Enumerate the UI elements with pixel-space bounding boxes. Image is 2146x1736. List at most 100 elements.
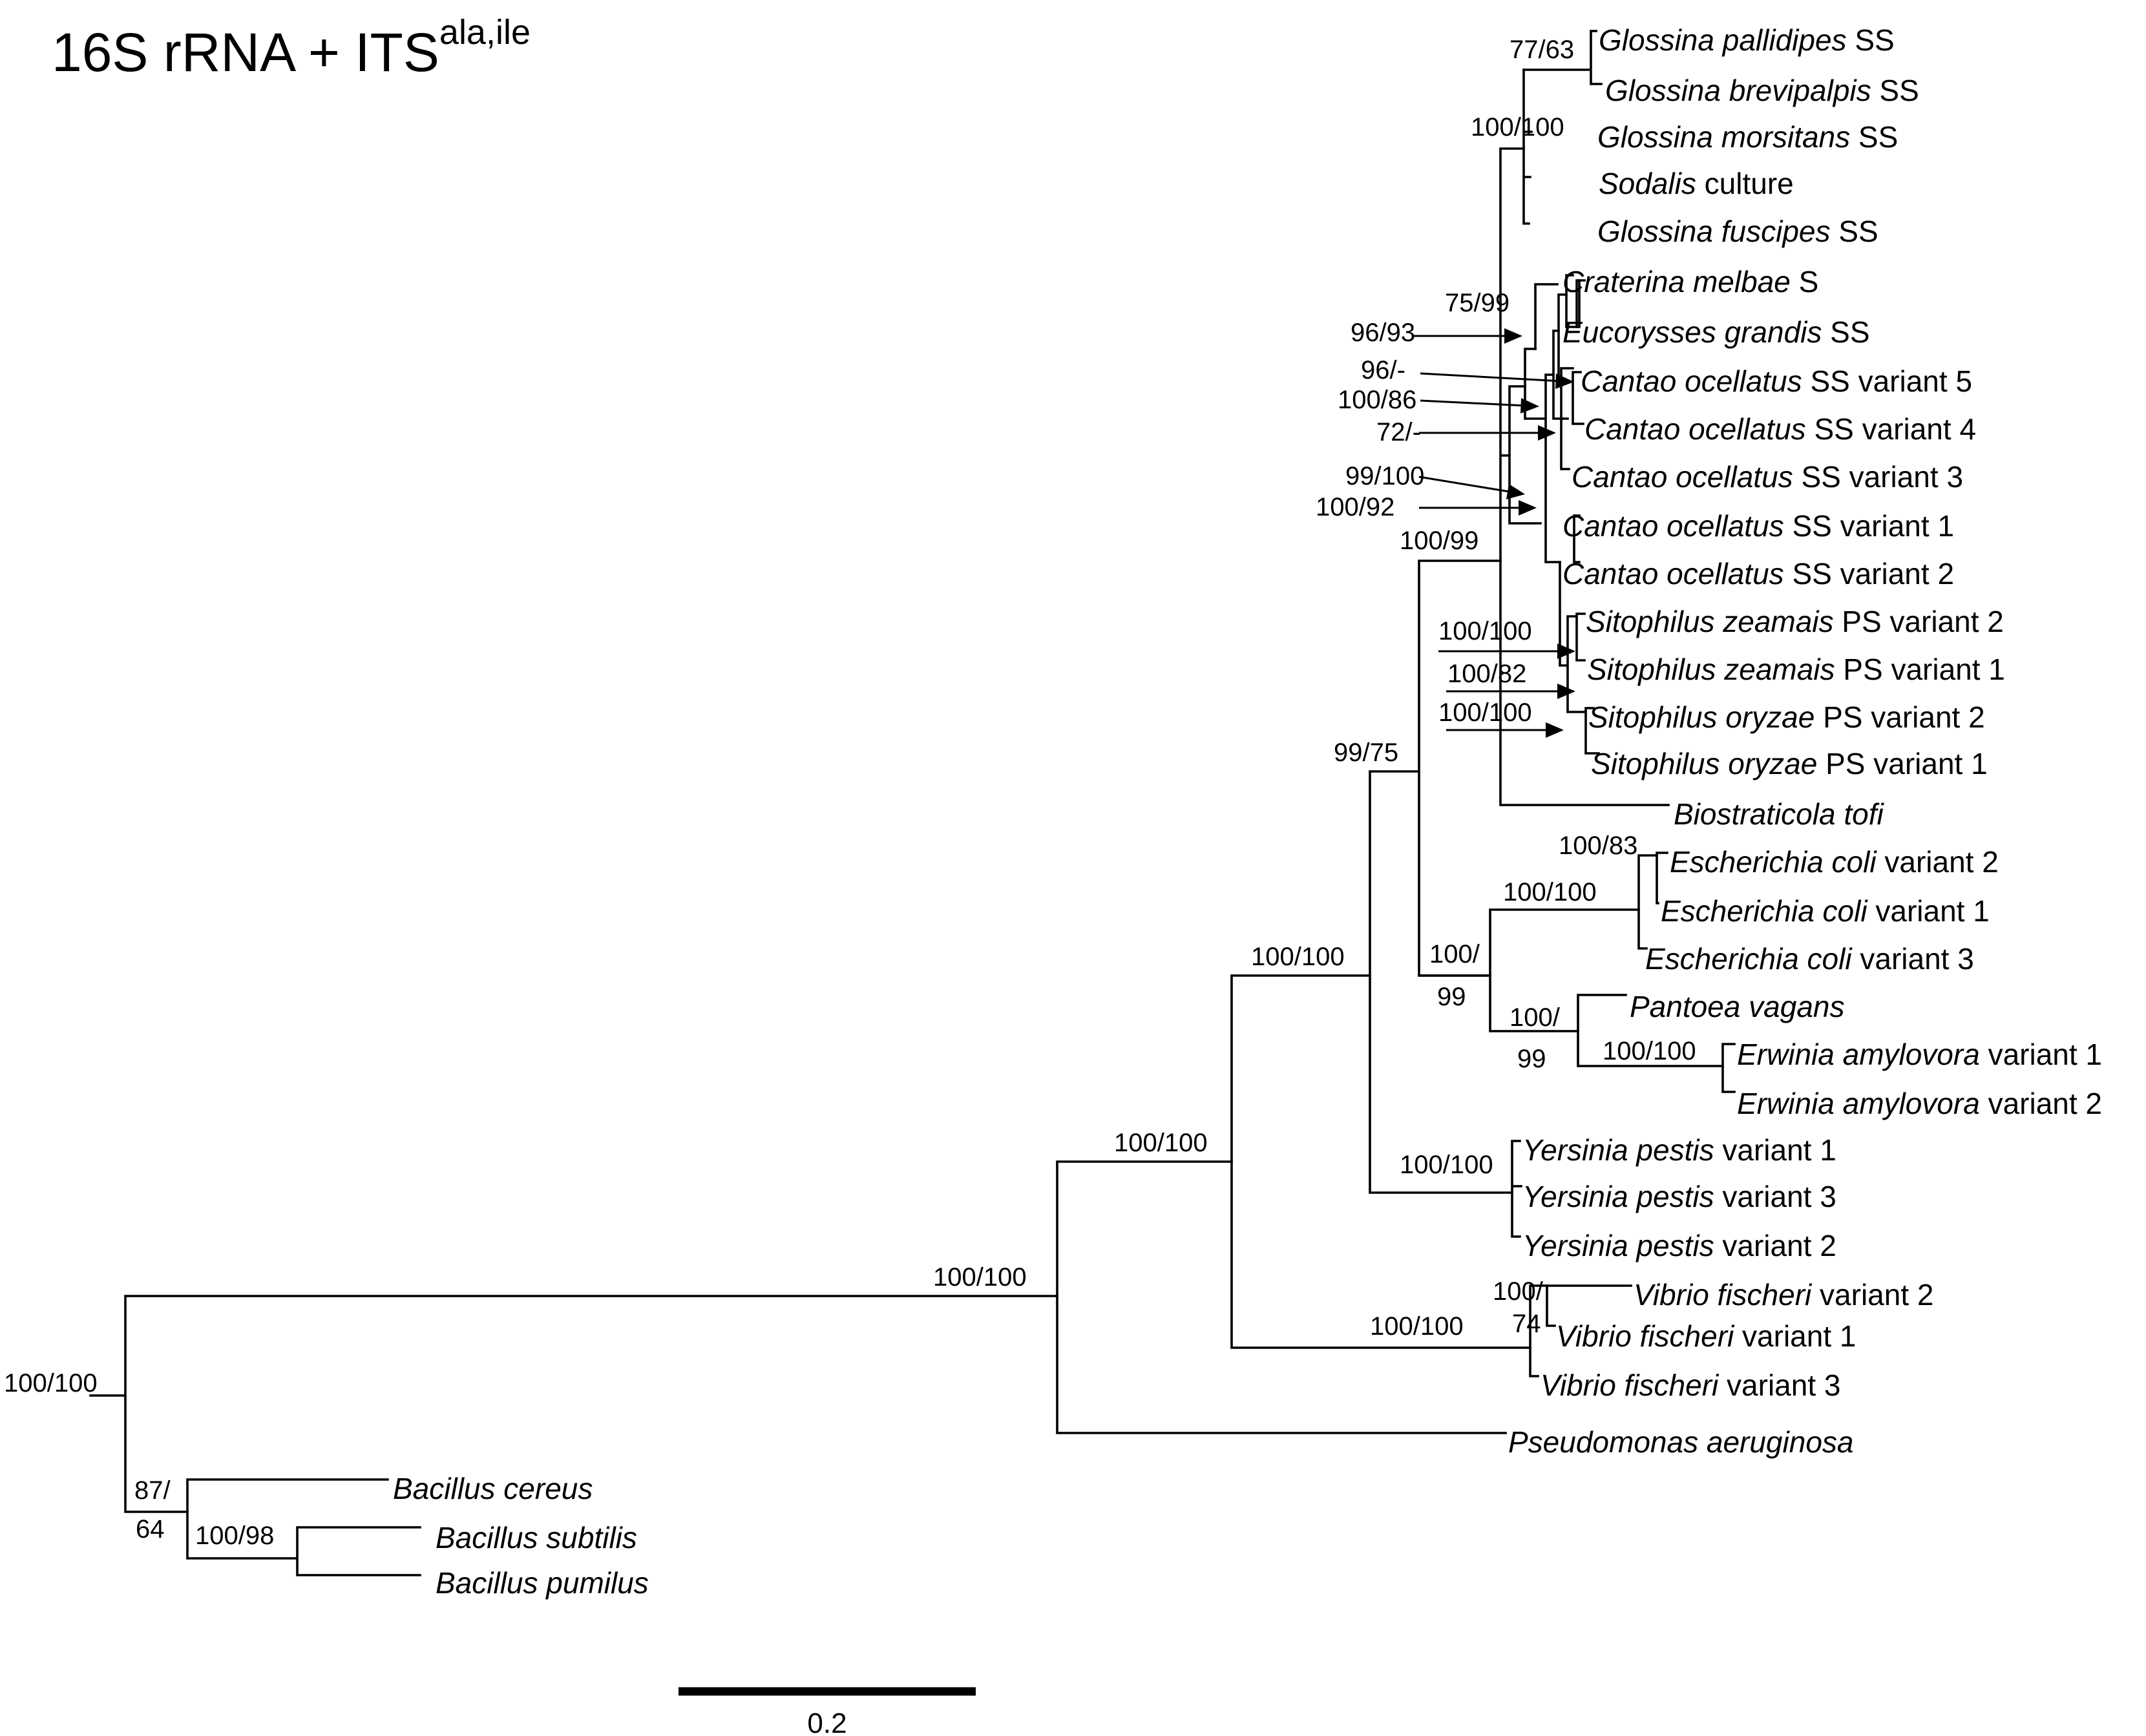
taxon-qualifier: SS variant 3 (1793, 460, 1963, 494)
taxon-label-cmel: Craterina melbae S (1562, 265, 1818, 298)
support-value-a72: 72/- (1376, 418, 1421, 446)
taxon-label-yp2: Yersinia pestis variant 2 (1522, 1229, 1836, 1262)
scale-bar-label: 0.2 (807, 1708, 847, 1736)
taxon-qualifier: variant 2 (1877, 845, 1999, 879)
support-value-root: 100/100 (4, 1369, 98, 1397)
taxon-label-pvag: Pantoea vagans (1630, 990, 1845, 1023)
support-value-sit2: 100/82 (1447, 660, 1526, 688)
support-value-glossina_inner: 77/63 (1510, 36, 1574, 64)
taxon-name: Sitophilus oryzae (1591, 747, 1817, 780)
taxon-name: Craterina melbae (1562, 265, 1791, 298)
taxon-qualifier: SS (1850, 120, 1898, 154)
taxon-qualifier: SS (1871, 74, 1919, 107)
taxon-name: Vibrio fischeri (1541, 1368, 1720, 1402)
support-values: 100/100 100/100 100/100 100/100 99/75 100/99 1… (4, 36, 1696, 1550)
taxon-name: Bacillus cereus (393, 1472, 593, 1505)
taxon-label-sz1: Sitophilus zeamais PS variant 1 (1587, 653, 2005, 686)
taxon-name: Yersinia pestis (1522, 1180, 1714, 1213)
taxon-qualifier: PS variant 2 (1834, 605, 2004, 638)
taxon-name: Escherichia coli (1670, 845, 1877, 879)
taxon-label-vf2: Vibrio fischeri variant 2 (1634, 1278, 1933, 1312)
support-value-pe_b: 99 (1517, 1045, 1546, 1073)
taxon-qualifier: culture (1696, 167, 1794, 200)
support-value-pe_a: 100/ (1510, 1003, 1561, 1032)
figure-title: 16S rRNA + ITSala,ile (52, 13, 531, 83)
taxon-qualifier: variant 2 (1714, 1229, 1836, 1262)
taxon-label-so2: Sitophilus oryzae PS variant 2 (1588, 700, 1985, 734)
taxon-label-ec2: Escherichia coli variant 2 (1670, 845, 1999, 879)
support-value-g2: 100/100 (1251, 943, 1345, 971)
support-value-a9693: 96/93 (1351, 319, 1415, 347)
support-value-gamma: 100/100 (933, 1263, 1027, 1292)
taxon-label-ec1: Escherichia coli variant 1 (1661, 894, 1990, 928)
taxon-name: Glossina fuscipes (1597, 214, 1831, 248)
taxon-qualifier: S (1791, 265, 1818, 298)
taxon-name: Glossina morsitans (1597, 120, 1850, 154)
taxon-qualifier: SS (1822, 315, 1869, 349)
taxon-name: Erwinia amylovora (1737, 1038, 1980, 1071)
taxon-name: Sitophilus zeamais (1587, 653, 1835, 686)
support-value-vib_inner_a: 100/ (1493, 1277, 1544, 1306)
support-value-ecoli: 100/100 (1503, 878, 1597, 906)
support-value-bac_a: 87/ (134, 1476, 171, 1505)
taxon-qualifier: variant 1 (1980, 1038, 2102, 1071)
taxon-qualifier: variant 1 (1714, 1133, 1836, 1167)
support-value-bac_b: 64 (136, 1515, 165, 1543)
taxon-label-yp3: Yersinia pestis variant 3 (1522, 1180, 1836, 1213)
taxon-name: Escherichia coli (1661, 894, 1868, 928)
support-value-ent_b: 99 (1437, 983, 1466, 1011)
taxon-qualifier: variant 3 (1714, 1180, 1836, 1213)
taxon-label-co4: Cantao ocellatus SS variant 4 (1584, 412, 1976, 446)
taxon-qualifier: variant 3 (1718, 1368, 1840, 1402)
taxon-name: Bacillus pumilus (436, 1566, 649, 1600)
support-value-glossina: 100/100 (1471, 113, 1564, 141)
support-value-sit3: 100/100 (1438, 698, 1532, 727)
taxon-name: Eucorysses grandis (1562, 315, 1822, 349)
taxon-label-sz2: Sitophilus zeamais PS variant 2 (1586, 605, 2004, 638)
taxon-label-gmor: Glossina morsitans SS (1597, 120, 1898, 154)
figure-title-superscript: ala,ile (439, 13, 531, 52)
support-value-a99100: 99/100 (1345, 462, 1424, 490)
taxon-name: Cantao ocellatus (1581, 364, 1802, 398)
taxon-qualifier: variant 3 (1852, 942, 1974, 976)
taxon-qualifier: variant 1 (1734, 1319, 1856, 1353)
taxon-label-co2: Cantao ocellatus SS variant 2 (1562, 557, 1954, 591)
taxon-qualifier: SS (1847, 23, 1895, 57)
taxon-label-gfus: Glossina fuscipes SS (1597, 214, 1878, 248)
taxon-label-ea2: Erwinia amylovora variant 2 (1737, 1087, 2102, 1120)
taxon-qualifier: PS variant 1 (1835, 653, 2005, 686)
taxon-name: Cantao ocellatus (1562, 557, 1784, 591)
support-value-g3: 99/75 (1334, 738, 1398, 767)
taxon-name: Yersinia pestis (1522, 1133, 1714, 1167)
taxon-label-paer: Pseudomonas aeruginosa (1508, 1425, 1853, 1459)
taxon-name: Glossina brevipalpis (1605, 74, 1871, 107)
taxon-label-co5: Cantao ocellatus SS variant 5 (1581, 364, 1972, 398)
taxon-name: Biostraticola tofi (1674, 797, 1884, 831)
taxon-label-gpal: Glossina pallidipes SS (1599, 23, 1895, 57)
taxon-label-bpum: Bacillus pumilus (436, 1566, 649, 1600)
support-value-yers: 100/100 (1400, 1151, 1493, 1179)
taxon-name: Sodalis (1599, 167, 1696, 200)
taxon-name: Cantao ocellatus (1572, 460, 1793, 494)
taxon-label-bcer: Bacillus cereus (393, 1472, 593, 1505)
taxon-name: Cantao ocellatus (1562, 509, 1784, 543)
support-value-a10092: 100/92 (1316, 493, 1394, 521)
taxon-label-yp1: Yersinia pestis variant 1 (1522, 1133, 1836, 1167)
taxon-qualifier: SS variant 1 (1784, 509, 1954, 543)
taxon-labels: Glossina pallidipes SS Glossina brevipalp… (393, 23, 2102, 1600)
taxon-name: Pseudomonas aeruginosa (1508, 1425, 1853, 1459)
taxon-qualifier: SS variant 4 (1806, 412, 1976, 446)
support-value-a10086: 100/86 (1338, 386, 1416, 414)
taxon-name: Bacillus subtilis (436, 1521, 637, 1554)
figure-title-main: 16S rRNA + ITS (52, 22, 439, 83)
taxon-qualifier: PS variant 1 (1817, 747, 1987, 780)
taxon-label-vf3: Vibrio fischeri variant 3 (1541, 1368, 1840, 1402)
taxon-qualifier: variant 2 (1811, 1278, 1933, 1312)
support-value-ent_a: 100/ (1429, 940, 1480, 968)
taxon-name: Pantoea vagans (1630, 990, 1845, 1023)
taxon-label-so1: Sitophilus oryzae PS variant 1 (1591, 747, 1988, 780)
taxon-qualifier: SS variant 5 (1802, 364, 1972, 398)
taxon-label-co1: Cantao ocellatus SS variant 1 (1562, 509, 1954, 543)
taxon-qualifier: variant 1 (1867, 894, 1990, 928)
